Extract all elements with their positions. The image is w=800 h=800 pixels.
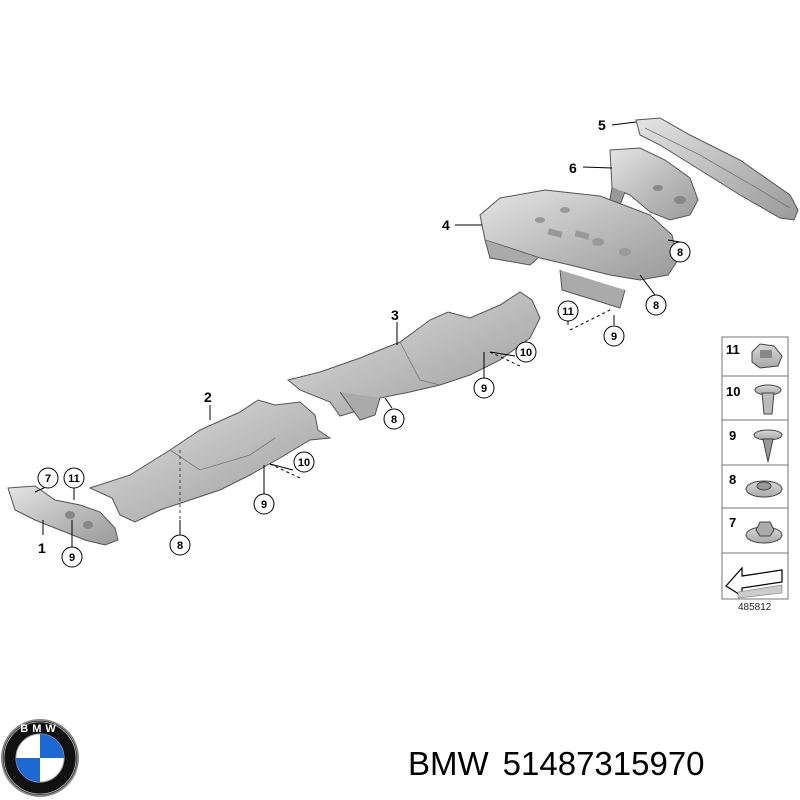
svg-text:8: 8	[177, 540, 183, 552]
front-direction-arrow-icon	[725, 566, 783, 599]
bmw-logo: BMW	[1, 719, 79, 797]
svg-text:10: 10	[520, 347, 532, 359]
callout-8-circle-a: 8	[169, 534, 191, 556]
callout-11-circle-a: 11	[63, 467, 85, 489]
callout-10-circle-b: 10	[293, 451, 315, 473]
callout-9-circle-a: 9	[61, 546, 83, 568]
callout-8-circle-c: 8	[383, 408, 405, 430]
callout-2: 2	[204, 389, 212, 405]
heat-shield-part-2	[88, 399, 332, 530]
svg-text:9: 9	[729, 428, 736, 443]
svg-text:10: 10	[726, 384, 740, 399]
legend-item-9: 9	[729, 428, 783, 463]
svg-text:9: 9	[69, 552, 75, 564]
legend-item-10: 10	[726, 384, 782, 415]
legend-item-8: 8	[729, 472, 783, 498]
svg-text:7: 7	[45, 473, 51, 485]
callout-11-circle-d: 11	[557, 300, 579, 322]
callout-9-circle-b: 9	[253, 493, 275, 515]
heat-shield-part-1	[7, 485, 119, 546]
washer-nut-icon	[745, 480, 783, 498]
callout-3: 3	[391, 307, 399, 323]
callout-8-circle-e: 8	[669, 241, 691, 263]
fastener-legend: 11 10 9 8	[721, 336, 789, 600]
hex-nut-icon	[745, 521, 783, 544]
caption-brand: BMW	[408, 745, 489, 782]
svg-text:9: 9	[481, 383, 487, 395]
diagram-reference-number: 485812	[738, 602, 772, 613]
bmw-logo-text: BMW	[20, 723, 60, 735]
part-caption: BMW 51487315970	[408, 738, 793, 790]
callout-8-circle-d: 8	[645, 294, 667, 316]
callout-4: 4	[442, 217, 450, 233]
heat-shield-part-4	[479, 189, 679, 309]
svg-text:10: 10	[298, 457, 310, 469]
callout-6: 6	[569, 160, 577, 176]
screw-icon	[753, 429, 783, 463]
push-rivet-icon	[754, 384, 782, 415]
circled-callouts: 7 11 9 8 10 9 8 10	[37, 241, 691, 568]
svg-text:8: 8	[391, 414, 397, 426]
legend-item-7: 7	[729, 515, 783, 544]
callout-5: 5	[598, 117, 606, 133]
heat-shield-part-3	[286, 291, 541, 421]
svg-text:11: 11	[68, 473, 80, 485]
legend-item-11: 11	[726, 342, 783, 369]
leader-lines	[34, 121, 681, 548]
callout-9-circle-c: 9	[473, 377, 495, 399]
svg-text:7: 7	[729, 515, 736, 530]
callout-1: 1	[38, 540, 46, 556]
caption-part-number: 51487315970	[502, 745, 705, 782]
svg-text:11: 11	[726, 342, 740, 357]
svg-text:8: 8	[677, 247, 683, 259]
callout-7-circle: 7	[37, 467, 59, 489]
svg-text:9: 9	[261, 499, 267, 511]
svg-text:11: 11	[562, 306, 574, 318]
svg-text:8: 8	[653, 300, 659, 312]
callout-10-circle-c: 10	[515, 341, 537, 363]
svg-text:8: 8	[729, 472, 736, 487]
svg-text:9: 9	[611, 331, 617, 343]
clip-nut-icon	[751, 343, 783, 369]
callout-9-circle-d: 9	[603, 325, 625, 347]
plain-callouts: 5 6 4 3 2 1	[38, 117, 606, 556]
heat-shield-part-5	[635, 117, 799, 221]
